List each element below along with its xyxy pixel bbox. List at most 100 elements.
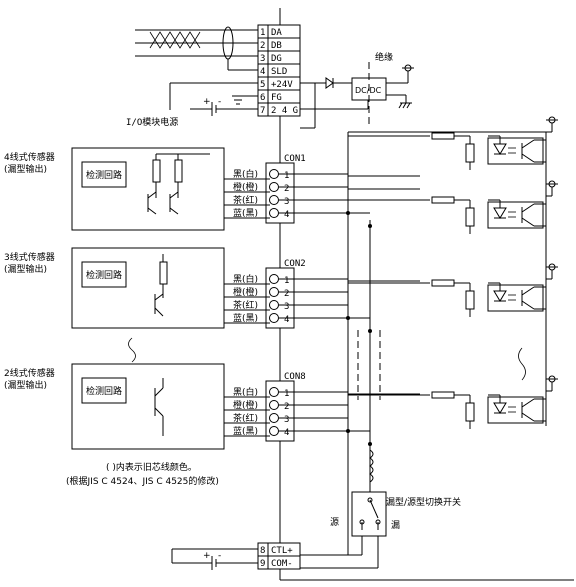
wire-color-label: 蓝(黑) — [233, 312, 258, 324]
detect-circuit-box — [81, 161, 127, 188]
optocoupler — [348, 375, 558, 429]
detect-circuit-box — [81, 261, 127, 288]
pin-number: 4 — [284, 315, 289, 325]
sensor-title: 3线式传感器 — [4, 251, 55, 263]
io-terminal-label-4: SLD — [271, 67, 287, 77]
terminal-8-num: 8 — [260, 546, 265, 556]
control-terminal-block: 8 CTL+ 9 COM- — [257, 542, 301, 570]
io-terminal-num-3: 3 — [260, 54, 265, 64]
detect-circuit-box — [81, 377, 127, 404]
terminal-9-num: 9 — [260, 559, 265, 569]
resistor-icon — [465, 143, 475, 163]
wire-color-label: 茶(红) — [233, 194, 258, 206]
diode-icon — [325, 77, 334, 89]
connector-pin — [269, 182, 279, 192]
source-label: 源 — [330, 517, 339, 528]
resistor-icon — [465, 290, 475, 310]
io-terminal-label-6: FG — [271, 93, 282, 103]
resistor-icon — [431, 391, 455, 399]
wire-color-label: 蓝(黑) — [233, 425, 258, 437]
io-terminal-label-5: +24V — [271, 80, 293, 90]
wire-color-label: 黑(白) — [233, 273, 258, 285]
resistor-icon — [159, 261, 168, 285]
wire-color-label: 黑(白) — [233, 386, 258, 398]
pin-number: 3 — [284, 197, 289, 207]
connector-pin — [269, 208, 279, 218]
pin-number: 1 — [284, 171, 289, 181]
pin-number: 3 — [284, 415, 289, 425]
io-terminal-num-1: 1 — [260, 28, 265, 38]
wire-color-label: 黑(白) — [233, 168, 258, 180]
io-terminal-num-7: 7 — [260, 106, 265, 116]
connector-pin — [269, 274, 279, 284]
io-terminal-label-1: DA — [271, 28, 282, 38]
continuation-mark-right — [518, 347, 526, 381]
resistor-icon — [431, 196, 455, 204]
io-power-label: I/O模块电源 — [126, 116, 178, 128]
wire-color-label: 橙(橙) — [233, 286, 258, 298]
sensor-subtitle: (漏型输出) — [4, 263, 47, 275]
io-terminal-num-5: 5 — [260, 80, 265, 90]
connector-pin — [269, 426, 279, 436]
resistor-icon — [465, 207, 475, 227]
detect-circuit-label: 检测回路 — [86, 169, 122, 181]
connector-pin — [269, 313, 279, 323]
sensor-title: 4线式传感器 — [4, 151, 55, 163]
connector-name: CON8 — [284, 372, 306, 382]
shielded-cable — [135, 26, 258, 71]
io-terminal-label-7: 2 4 G — [271, 106, 298, 116]
pin-number: 1 — [284, 389, 289, 399]
sensor-box — [71, 247, 225, 329]
pin-number: 2 — [284, 289, 289, 299]
sensor-channel: 3线式传感器(漏型输出) 检测回路 CON2 1 黑(白) 2 橙(橙) 3 茶(红) 4 蓝(黑) — [4, 247, 372, 333]
connector-pin — [269, 413, 279, 423]
pin-number: 3 — [284, 302, 289, 312]
resistor-icon — [152, 159, 161, 183]
pin-number: 2 — [284, 184, 289, 194]
resistor-icon — [174, 159, 183, 183]
detect-circuit-label: 检测回路 — [86, 385, 122, 397]
sensor-title: 2线式传感器 — [4, 367, 55, 379]
isolation-label: 绝缘 — [375, 51, 393, 63]
dcdc-label: DC/DC — [355, 86, 382, 95]
ground-icon — [398, 102, 412, 109]
ctl-plus-sign: + — [203, 551, 211, 561]
connector-pin — [269, 195, 279, 205]
terminal-9-label: COM- — [271, 559, 293, 569]
pin-number: 2 — [284, 402, 289, 412]
pin-number: 1 — [284, 276, 289, 286]
wire-color-label: 橙(橙) — [233, 181, 258, 193]
sink-label: 漏 — [391, 519, 400, 531]
ctl-minus-sign: - — [218, 551, 221, 561]
io-terminal-num-2: 2 — [260, 41, 265, 51]
connector-pin — [269, 387, 279, 397]
minus-sign: - — [218, 97, 221, 107]
sensor-box — [71, 147, 225, 231]
sensor-subtitle: (漏型输出) — [4, 379, 47, 391]
wire-color-label: 橙(橙) — [233, 399, 258, 411]
resistor-icon — [465, 402, 475, 422]
switch-label: 漏型/源型切换开关 — [386, 496, 461, 508]
fg-ground-icon — [232, 95, 244, 105]
plus-sign: + — [203, 97, 211, 107]
optocoupler — [348, 180, 558, 234]
detect-circuit-label: 检测回路 — [86, 269, 122, 281]
wire-color-label: 茶(红) — [233, 299, 258, 311]
resistor-icon — [431, 132, 455, 140]
io-terminal-label-3: DG — [271, 54, 282, 64]
connector-name: CON2 — [284, 259, 306, 269]
sensor-subtitle: (漏型输出) — [4, 163, 47, 175]
vcc-symbol — [402, 64, 414, 72]
wire-color-label: 茶(红) — [233, 412, 258, 424]
note-line1: ( )内表示旧芯线颜色。 — [106, 461, 197, 473]
battery-icon — [211, 102, 217, 116]
connector-pin — [269, 300, 279, 310]
io-terminal-num-6: 6 — [260, 93, 265, 103]
pin-number: 4 — [284, 428, 289, 438]
sensor-box — [71, 363, 225, 450]
resistor-icon — [431, 279, 455, 287]
connector-name: CON1 — [284, 154, 306, 164]
